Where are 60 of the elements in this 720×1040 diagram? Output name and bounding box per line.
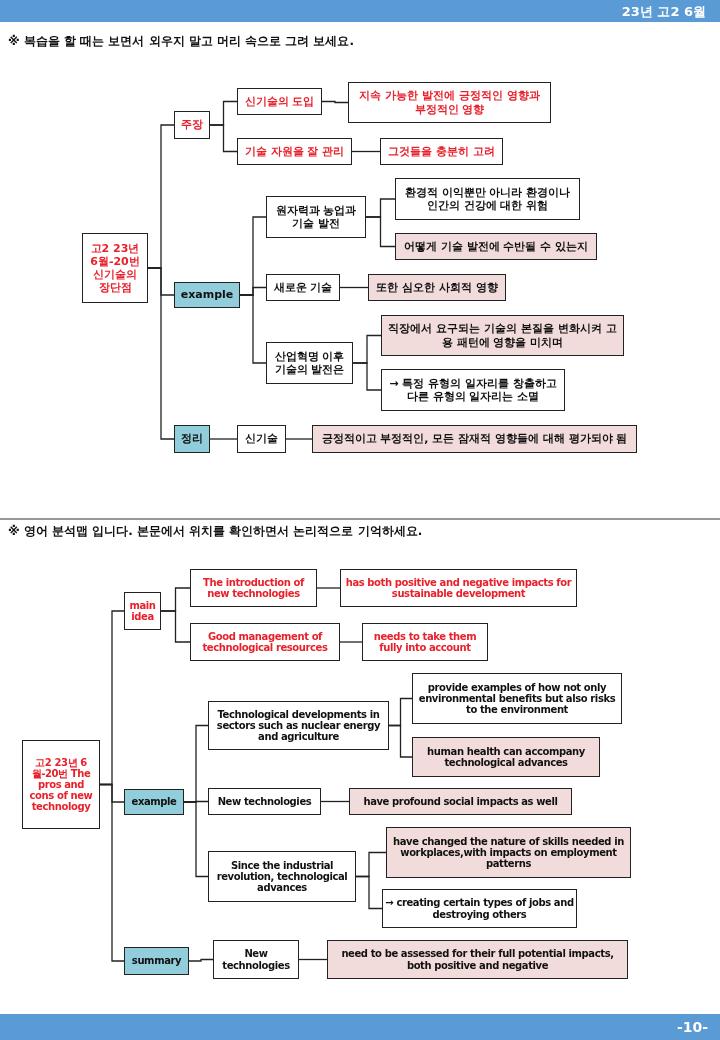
connector-line xyxy=(147,267,175,440)
content-box: 환경적 이익뿐만 아니라 환경이나 인간의 건강에 대한 위험 xyxy=(395,178,580,220)
content-box: provide examples of how not only environmental benefits but also risks to the environment xyxy=(412,673,622,724)
connector-line xyxy=(352,362,382,391)
detail-box: have profound social impacts as well xyxy=(349,788,572,815)
instruction-note: ※ 영어 분석맵 입니다. 본문에서 위치를 확인하면서 논리적으로 기억하세요. xyxy=(8,523,423,540)
content-box: Technological developments in sectors such as nuclear energy and agriculture xyxy=(208,701,389,750)
content-box: → 특정 유형의 일자리를 창출하고 다른 유형의 일자리는 소멸 xyxy=(381,369,565,411)
category-box: example xyxy=(174,282,240,308)
category-box: example xyxy=(124,789,184,815)
connector-line xyxy=(365,216,396,248)
category-box: summary xyxy=(124,947,189,975)
topic-box: Good management of technological resources xyxy=(190,623,340,661)
connector-line xyxy=(285,438,313,440)
page-number: -10- xyxy=(676,1019,708,1035)
connector-line xyxy=(339,286,369,289)
content-box: 원자력과 농업과 기술 발전 xyxy=(266,196,366,238)
connector-line xyxy=(99,783,125,962)
content-box: 신기술 xyxy=(237,425,286,453)
header-title: 23년 고2 6월 xyxy=(621,3,706,21)
connector-line xyxy=(239,294,267,364)
content-box: 새로운 기술 xyxy=(266,274,340,301)
connector-line xyxy=(183,801,209,878)
instruction-note: ※ 복습을 할 때는 보면서 외우지 말고 머리 속으로 그려 보세요. xyxy=(8,33,354,50)
topic-box: has both positive and negative impacts for sustainable development xyxy=(340,569,577,607)
connector-line xyxy=(188,958,214,962)
topic-box: main idea xyxy=(124,592,161,630)
connector-line xyxy=(355,875,383,910)
connector-line xyxy=(209,124,238,153)
detail-box: 또한 심오한 사회적 영향 xyxy=(368,274,506,301)
topic-box: 그것들을 충분히 고려 xyxy=(380,138,503,165)
connector-line xyxy=(388,724,413,758)
topic-box: 주장 xyxy=(174,111,210,139)
connector-line xyxy=(320,800,350,803)
connector-line xyxy=(209,438,238,440)
topic-box: 지속 가능한 발전에 긍정적인 영향과 부정적인 영향 xyxy=(348,82,551,123)
topic-box: 고2 23년 6월-20번 신기술의 장단점 xyxy=(82,233,148,303)
connector-line xyxy=(316,587,341,589)
topic-box: 고2 23년 6월-20번 The pros and cons of new technology xyxy=(22,740,100,829)
connector-line xyxy=(160,610,191,643)
content-box: New technologies xyxy=(213,940,299,979)
detail-box: need to be assessed for their full potential impacts, both positive and negative xyxy=(327,940,628,979)
topic-box: The introduction of new technologies xyxy=(190,569,317,607)
topic-box: needs to take them fully into account xyxy=(362,623,488,661)
connector-line xyxy=(298,958,328,961)
content-box: 산업혁명 이후 기술의 발전은 xyxy=(266,342,353,384)
detail-box: 어떻게 기술 발전에 수반될 수 있는지 xyxy=(395,233,597,260)
connector-line xyxy=(321,100,349,104)
detail-box: human health can accompany technological advances xyxy=(412,737,600,777)
detail-box: 직장에서 요구되는 기술의 본질을 변화시켜 고용 패턴에 영향을 미치며 xyxy=(381,315,624,356)
content-box: New technologies xyxy=(208,788,321,815)
detail-box: have changed the nature of skills needed in workplaces,with impacts on employment patterns xyxy=(386,827,631,878)
content-box: Since the industrial revolution, technological advances xyxy=(208,851,356,902)
detail-box: 긍정적이고 부정적인, 모든 잠재적 영향들에 대해 평가되야 됨 xyxy=(312,425,637,453)
connector-line xyxy=(339,641,363,643)
topic-box: 신기술의 도입 xyxy=(237,88,322,115)
connector-line xyxy=(351,150,381,153)
topic-box: 기술 자원을 잘 관리 xyxy=(237,138,352,165)
content-box: → creating certain types of jobs and destroying others xyxy=(382,889,577,928)
category-box: 정리 xyxy=(174,425,210,453)
